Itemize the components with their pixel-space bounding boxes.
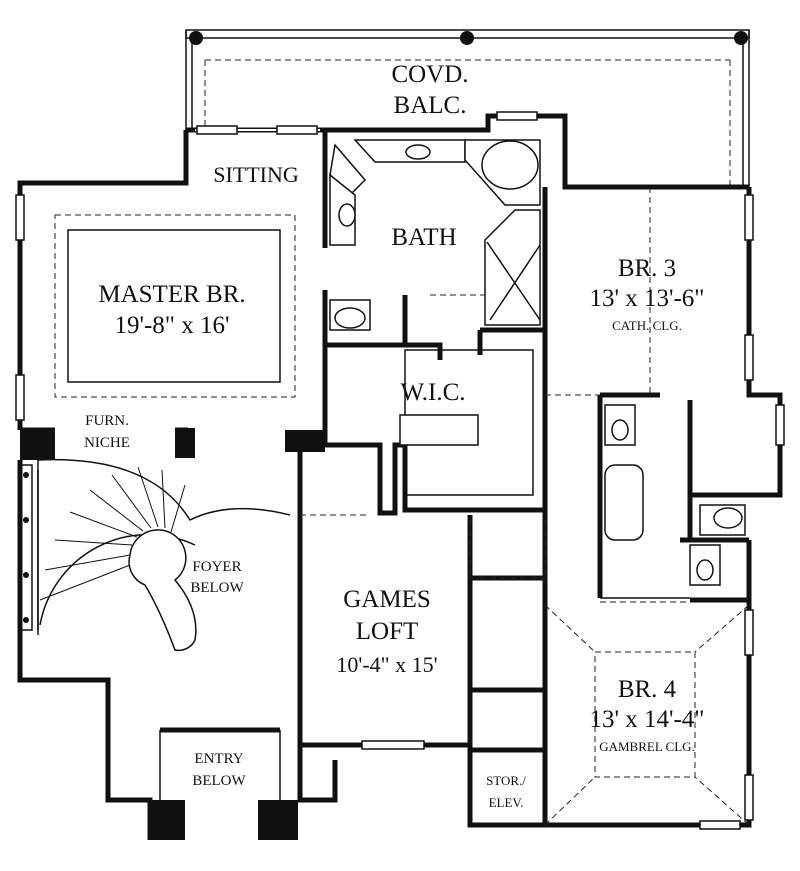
br3-ceiling-note: CATH. CLG. — [612, 318, 682, 333]
column-post — [189, 31, 203, 45]
wic-island — [399, 414, 479, 446]
sitting-label: SITTING — [213, 162, 299, 187]
gambrel-ceiling-lines — [544, 604, 750, 826]
bath-label: BATH — [391, 224, 456, 251]
column-post — [734, 31, 748, 45]
spiral-staircase — [37, 458, 291, 652]
br3-bath-fixtures — [604, 404, 746, 586]
entry-label-line2: BELOW — [192, 773, 246, 789]
foyer-label-line1: FOYER — [192, 559, 241, 575]
openings — [300, 294, 690, 603]
br4-name: BR. 4 — [618, 676, 677, 703]
walls — [17, 113, 783, 840]
games-loft-size: 10'-4" x 15' — [336, 652, 437, 677]
entry-label-line1: ENTRY — [194, 751, 243, 767]
balcony-label-line2: BALC. — [394, 92, 467, 119]
bath-fixtures — [329, 139, 541, 446]
stor-elev-label-line1: STOR./ — [486, 773, 526, 788]
wic-label: W.I.C. — [400, 379, 465, 406]
games-loft-label-line1: GAMES — [343, 586, 431, 613]
br4-size: 13' x 14'-4" — [589, 706, 704, 733]
windows — [15, 111, 785, 830]
column-post — [460, 31, 474, 45]
balcony-label-line1: COVD. — [391, 61, 468, 88]
br3-size: 13' x 13'-6" — [589, 285, 704, 312]
br3-name: BR. 3 — [618, 255, 676, 282]
covered-balcony — [185, 29, 750, 187]
stor-elev-label-line2: ELEV. — [489, 795, 524, 810]
master-bedroom-size: 19'-8" x 16' — [114, 312, 229, 339]
games-loft-label-line2: LOFT — [356, 618, 419, 645]
tray-ceiling-inner — [67, 229, 281, 383]
foyer-label-line2: BELOW — [190, 580, 244, 596]
niche-label-line2: NICHE — [84, 435, 130, 451]
niche-label-line1: FURN. — [85, 413, 129, 429]
br4-ceiling-note: GAMBREL CLG. — [599, 739, 695, 754]
master-bedroom-name: MASTER BR. — [98, 281, 245, 308]
room-labels: COVD. BALC. SITTING BATH MASTER BR. 19'-… — [84, 61, 704, 810]
tray-ceiling-outline — [54, 214, 296, 398]
left-columns — [19, 464, 33, 631]
